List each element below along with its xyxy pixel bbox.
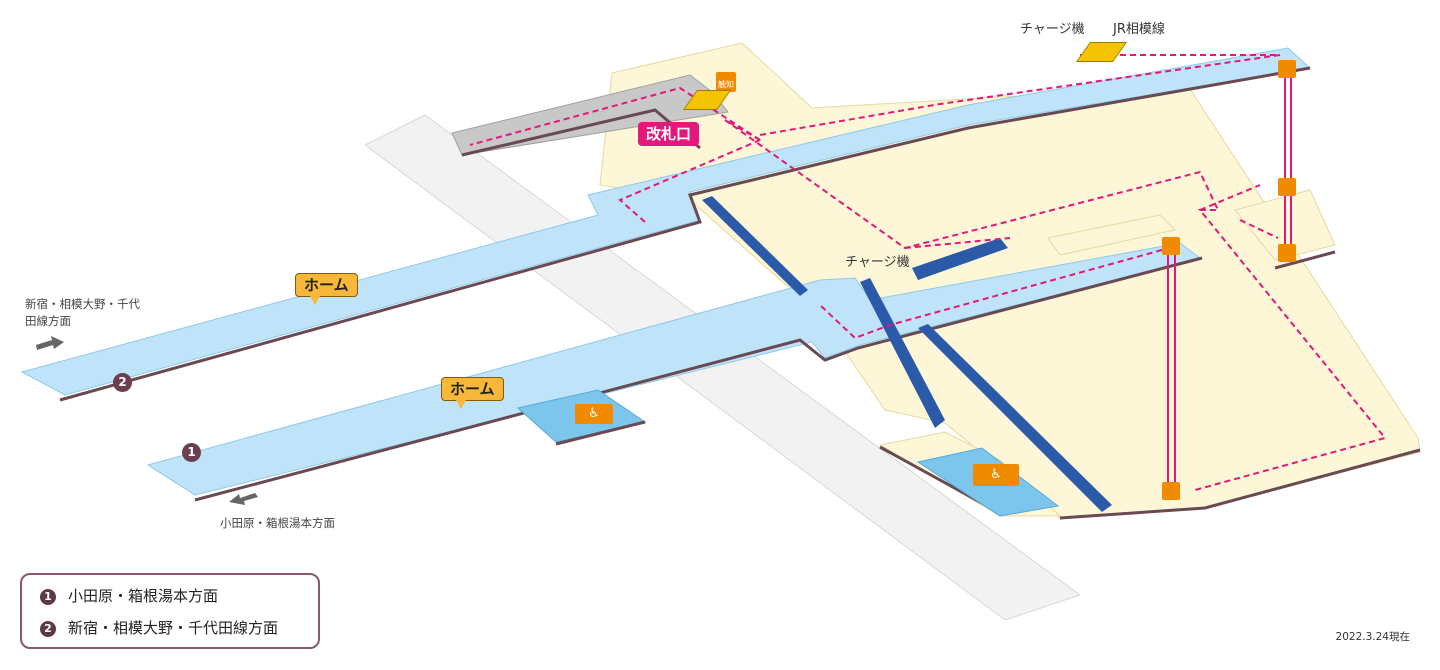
legend: 1 小田原・箱根湯本方面 2 新宿・相模大野・千代田線方面 xyxy=(20,573,320,649)
platform-upper xyxy=(20,47,1312,402)
legend-item-1: 1 小田原・箱根湯本方面 xyxy=(40,585,218,606)
ticket-gate-label: 改札口 xyxy=(638,122,700,146)
arrow-right-icon xyxy=(36,336,64,350)
elevator-icon xyxy=(1162,237,1180,255)
legend-number-2: 2 xyxy=(40,621,56,637)
legend-text-2: 新宿・相模大野・千代田線方面 xyxy=(68,619,279,637)
accessible-route xyxy=(469,54,1387,491)
arrow-left-icon xyxy=(229,493,258,505)
legend-text-1: 小田原・箱根湯本方面 xyxy=(68,587,219,605)
legend-number-1: 1 xyxy=(40,589,56,605)
platform-label-lower: ホーム xyxy=(441,377,504,409)
elevator-icon xyxy=(1278,60,1296,78)
platform-number-2: 2 xyxy=(113,373,132,392)
direction-lower-text: 小田原・箱根湯本方面 xyxy=(220,516,335,530)
update-date: 2022.3.24現在 xyxy=(1335,631,1410,643)
charge-machine-label-mid: チャージ機 xyxy=(845,255,910,270)
platform-number-1: 1 xyxy=(182,443,201,462)
elevator-icon xyxy=(1278,178,1296,196)
wheelchair-toilet-icon: ♿ xyxy=(575,404,613,424)
charge-machine-label-top: チャージ機 xyxy=(1020,22,1085,37)
wheelchair-toilet-icon: ♿ xyxy=(973,464,1019,486)
elevator-icon xyxy=(1278,244,1296,262)
elevator-shafts xyxy=(1167,78,1292,482)
platform-label-upper: ホーム xyxy=(295,273,358,305)
legend-item-2: 2 新宿・相模大野・千代田線方面 xyxy=(40,617,278,638)
tactile-map-icon: 触知 xyxy=(716,72,736,92)
jr-line-label: JR相模線 xyxy=(1113,22,1165,37)
direction-upper-text: 新宿・相模大野・千代田線方面 xyxy=(25,297,140,328)
elevator-icon xyxy=(1162,482,1180,500)
stairs xyxy=(702,196,1112,512)
